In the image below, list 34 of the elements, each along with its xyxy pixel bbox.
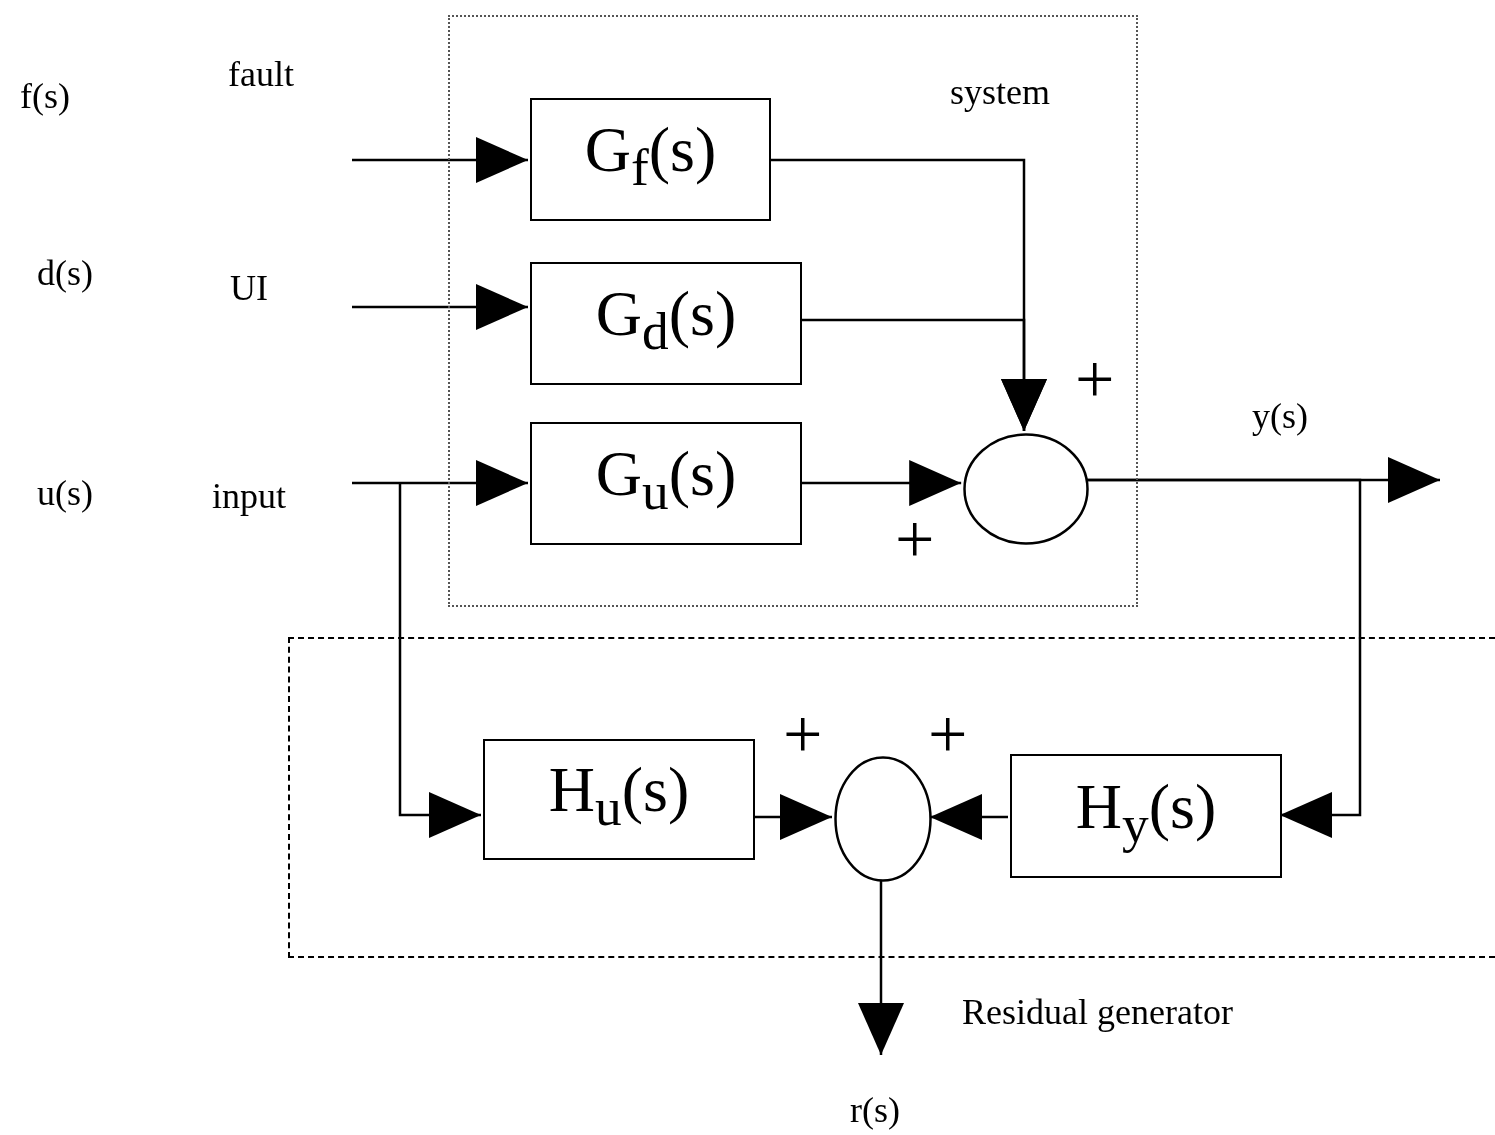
signal-label: d(s) <box>37 255 93 291</box>
sign-label: + <box>1075 345 1115 415</box>
signal-label: fault <box>228 56 294 92</box>
signal-arrow <box>858 880 904 1055</box>
signal-arrow <box>352 137 528 183</box>
transfer-function-block <box>530 422 802 545</box>
signal-label: UI <box>230 270 268 306</box>
group-label: system <box>950 74 1050 110</box>
signal-label: u(s) <box>37 475 93 511</box>
signal-arrow <box>398 483 481 838</box>
transfer-function-block <box>530 98 771 221</box>
transfer-function-label: G$_{u}$(s) <box>595 442 737 519</box>
transfer-function-block <box>483 739 755 860</box>
transfer-function-label: G$_{f}$(s) <box>584 118 717 195</box>
signal-label: f(s) <box>20 78 70 114</box>
transfer-function-block <box>530 262 802 385</box>
sign-label: + <box>928 700 968 770</box>
signal-label: input <box>212 478 286 514</box>
system-boundary <box>448 15 1138 607</box>
signal-arrow <box>1086 478 1362 838</box>
signal-label: r(s) <box>850 1092 900 1128</box>
sign-label: + <box>783 700 823 770</box>
summing-junction <box>834 756 932 882</box>
transfer-function-label: G$_{d}$(s) <box>595 282 737 359</box>
signal-arrow <box>352 460 528 506</box>
signal-label: y(s) <box>1252 398 1308 434</box>
group-label: Residual generator <box>962 994 1233 1030</box>
summing-junction <box>963 433 1089 545</box>
signal-arrow <box>930 794 1008 840</box>
transfer-function-block <box>1010 754 1282 878</box>
signal-arrow <box>352 284 528 330</box>
transfer-function-label: H$_{u}$(s) <box>548 758 690 835</box>
sign-label: + <box>895 505 935 575</box>
transfer-function-label: H$_{y}$(s) <box>1075 774 1217 852</box>
